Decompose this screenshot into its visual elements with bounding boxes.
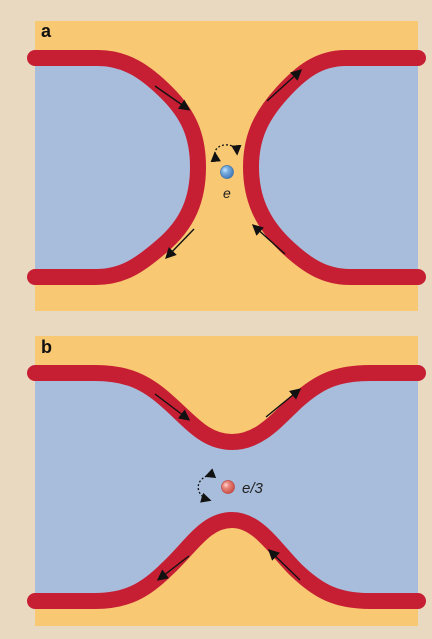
arrow-bottom-right-a <box>251 224 286 255</box>
electron-particle-a <box>220 165 234 179</box>
panel-b: b e/3 <box>27 336 426 626</box>
arrow-top-left-a <box>154 85 191 111</box>
right-region-a <box>251 58 418 277</box>
arrow-bottom-left-a <box>165 228 195 260</box>
tunneling-arrow-b <box>197 468 217 503</box>
particle-label-a: e <box>223 185 231 201</box>
arrow-top-right-a <box>266 69 303 102</box>
top-edge-channel-b <box>27 365 426 450</box>
left-edge-channel-a <box>27 50 206 285</box>
particle-label-b: e/3 <box>242 480 264 497</box>
panel-a-label: a <box>41 21 52 41</box>
panel-b-label: b <box>41 337 52 357</box>
arrow-bottom-left-b <box>156 555 190 581</box>
bottom-edge-channel-b <box>27 512 426 609</box>
left-region-a <box>35 58 198 277</box>
arrow-top-right-b <box>265 388 302 418</box>
arrow-bottom-right-b <box>267 549 301 581</box>
arrow-top-left-b <box>154 393 191 421</box>
quasiparticle-b <box>221 480 235 494</box>
tunneling-arrow-a <box>210 144 242 163</box>
panel-a: a e <box>27 21 426 311</box>
